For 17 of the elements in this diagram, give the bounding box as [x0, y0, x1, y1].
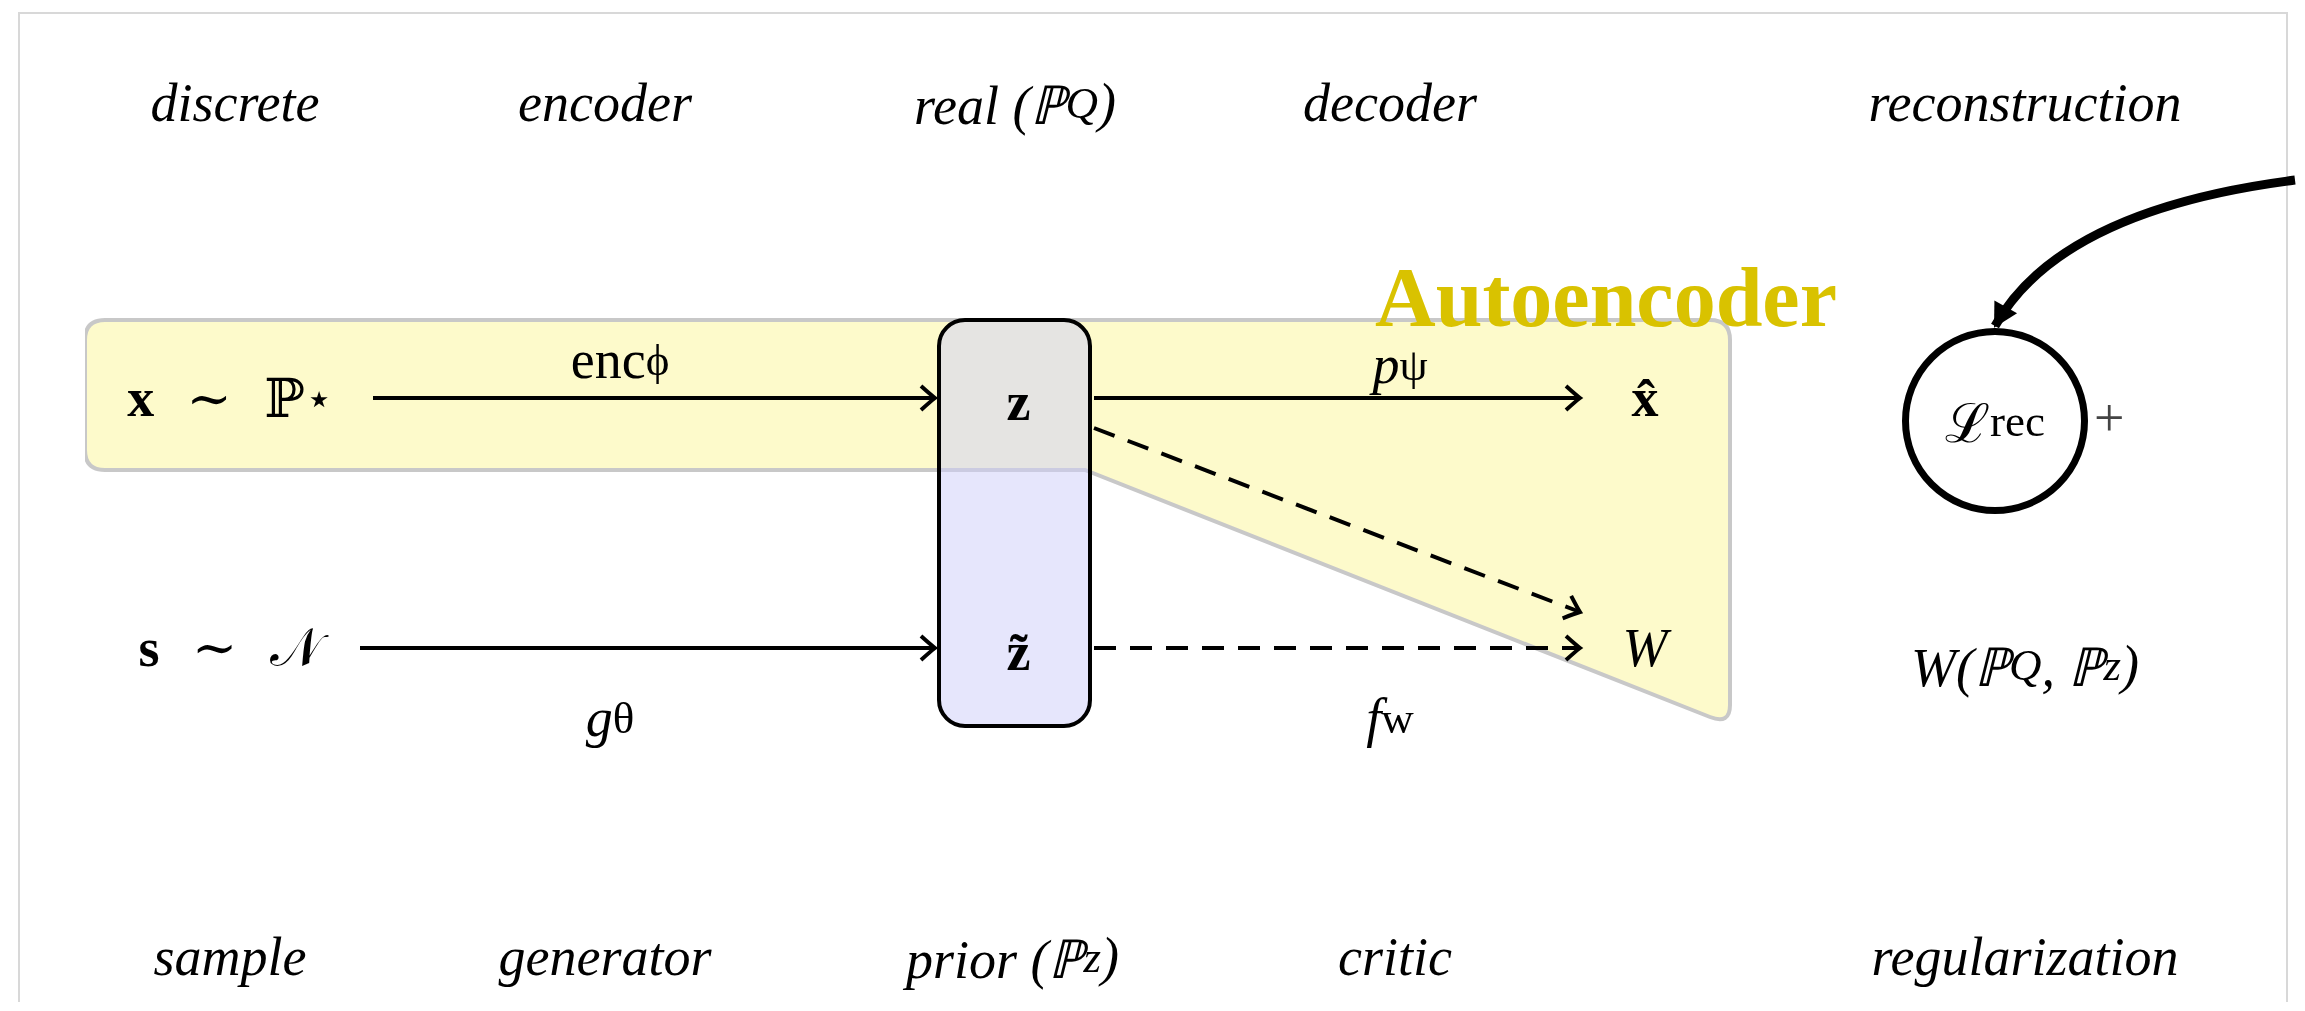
- group-title: Autoencoder: [1375, 255, 1837, 340]
- column-heading: decoder: [1302, 71, 1478, 135]
- math-symbol: W: [1585, 608, 1705, 688]
- plus-sign: +: [2094, 387, 2125, 450]
- column-heading: generator: [497, 926, 713, 989]
- column-heading: encoder: [517, 71, 693, 135]
- curved-arrow: [1991, 175, 2296, 329]
- math-expression: s ∼ 𝒩: [95, 608, 365, 688]
- vector-symbol: z̃: [941, 612, 1096, 692]
- column-heading: discrete: [149, 71, 321, 135]
- column-heading: sample: [152, 926, 308, 989]
- vector-symbol: x̂: [1590, 358, 1700, 438]
- column-heading: reconstruction: [1867, 71, 2183, 135]
- column-heading: regularization: [1870, 926, 2180, 989]
- vector-symbol: z: [941, 362, 1096, 442]
- latent-box: [937, 318, 1092, 728]
- column-heading: critic: [1337, 926, 1453, 989]
